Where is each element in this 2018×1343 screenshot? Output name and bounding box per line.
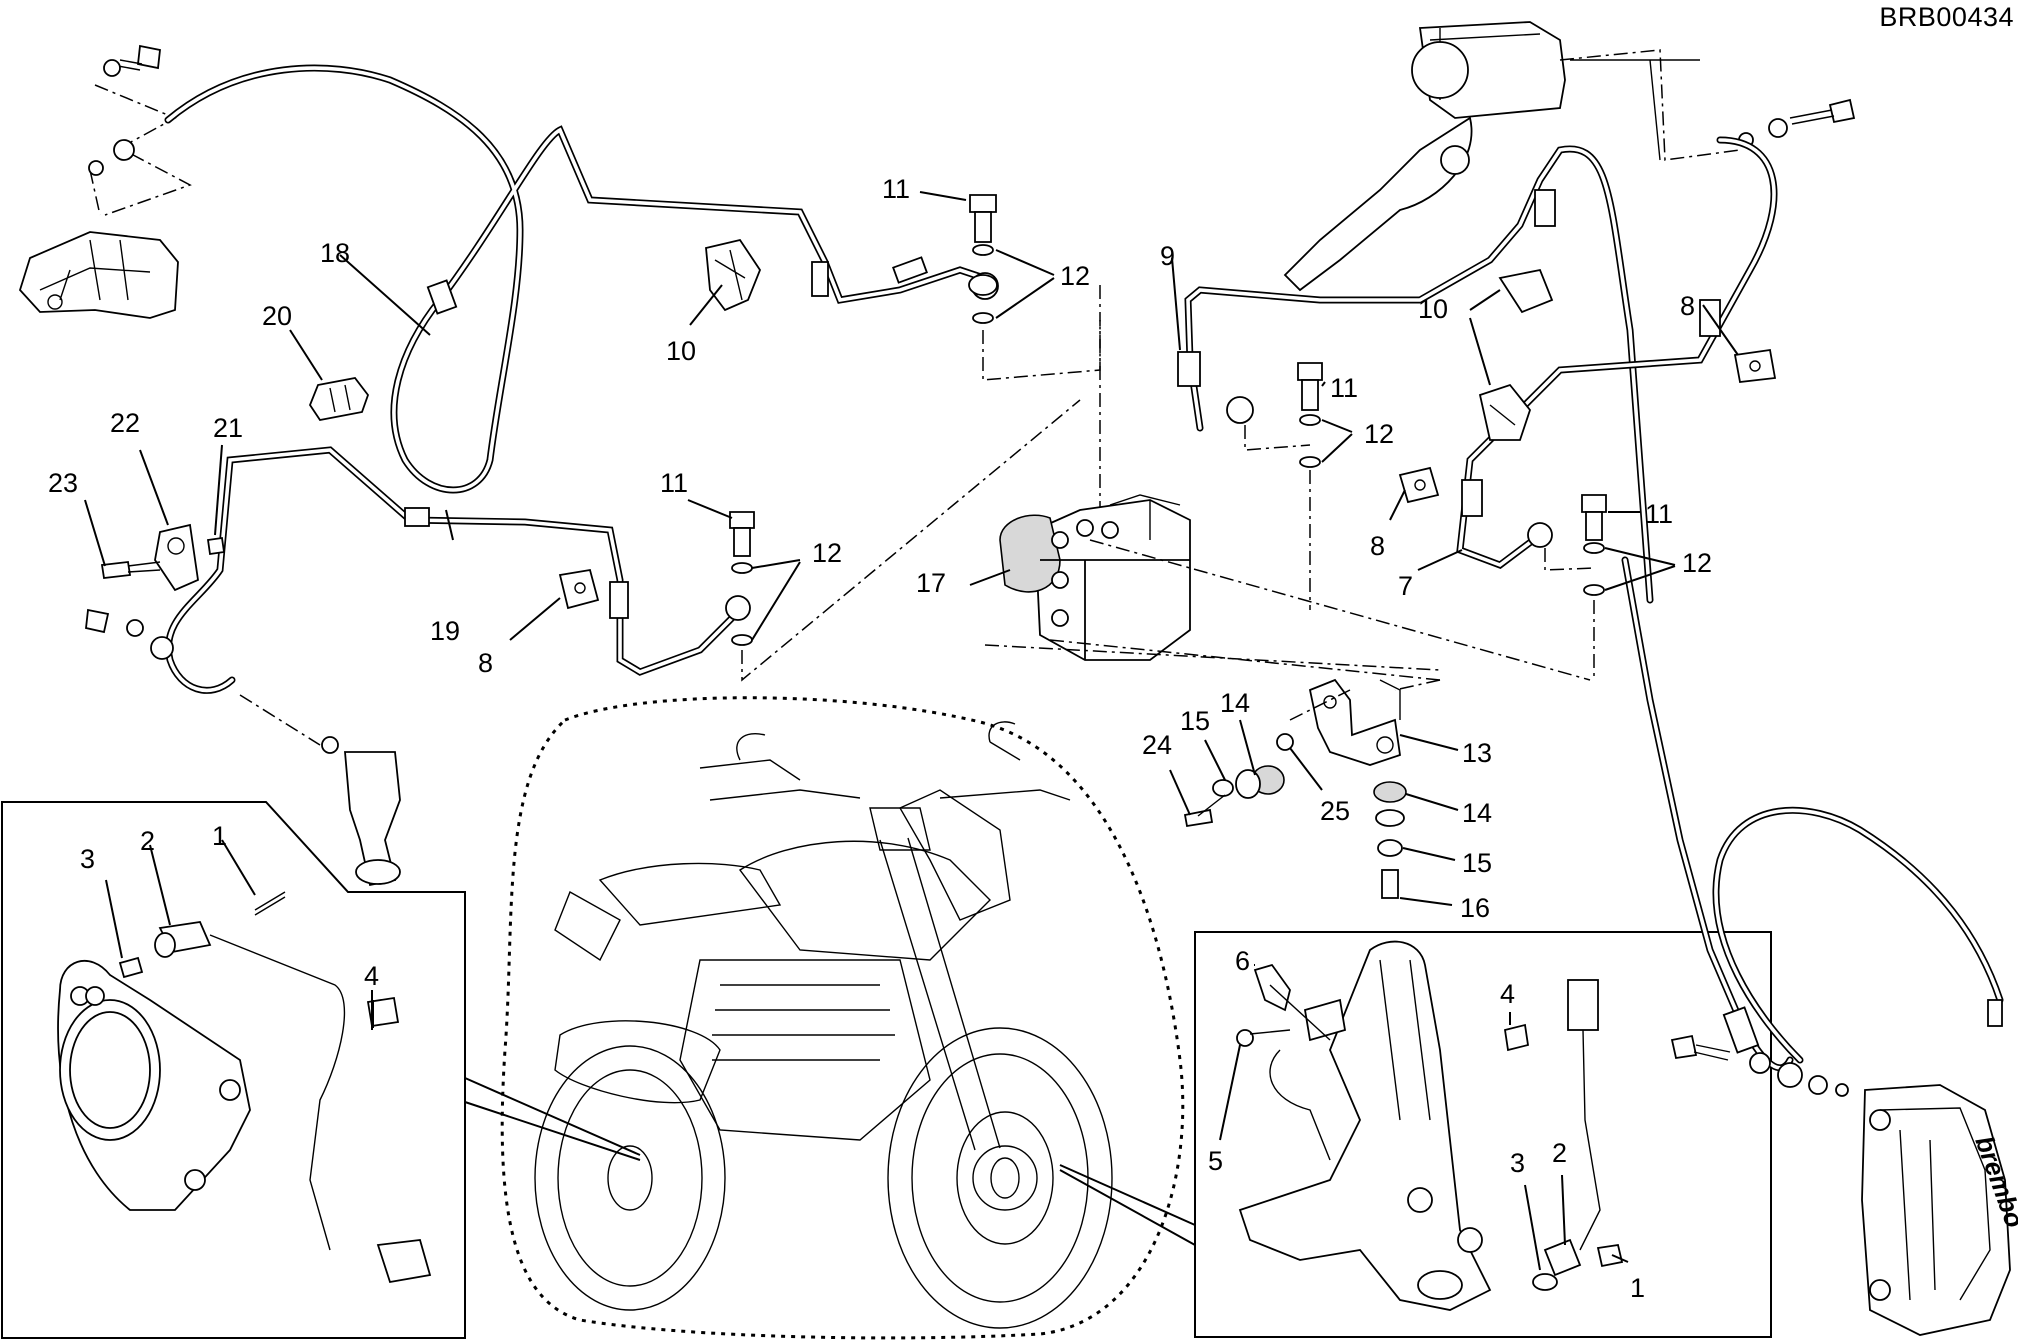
label-8: 8 [1370, 531, 1385, 561]
label-2: 2 [1552, 1138, 1567, 1168]
label-2: 2 [140, 826, 155, 856]
label-11: 11 [1330, 373, 1358, 403]
label-10: 10 [666, 336, 696, 366]
label-13: 13 [1462, 738, 1492, 768]
banjo-bolt-11-right [1581, 494, 1607, 596]
label-25: 25 [1320, 796, 1350, 826]
label-12: 12 [1060, 261, 1090, 291]
screw-25 [1276, 733, 1294, 751]
label-23: 23 [48, 468, 78, 498]
rear-wheel-sensor [118, 891, 432, 1284]
screw-5 [1236, 1029, 1291, 1047]
front-banjo-bolt-lower [1670, 1034, 1849, 1097]
bracket-10-right [1478, 268, 1554, 441]
label-7: 7 [1398, 571, 1413, 601]
label-20: 20 [262, 301, 292, 331]
brake-line-7 [1456, 136, 1778, 569]
label-14: 14 [1462, 798, 1492, 828]
banjo-bolt-11-lower [729, 511, 755, 646]
label-1: 1 [212, 821, 227, 851]
label-3: 3 [1510, 1148, 1525, 1178]
label-15: 15 [1462, 848, 1492, 878]
clamp-20 [308, 377, 370, 421]
label-4: 4 [364, 961, 379, 991]
label-12: 12 [1364, 419, 1394, 449]
rear-sensor-pointer [464, 1077, 641, 1161]
rear-banjo-bolt-lower [85, 608, 174, 660]
front-banjo-bolt-right [1738, 98, 1856, 148]
front-fork-lower [1238, 940, 1492, 1311]
rear-caliper [18, 231, 179, 319]
label-11: 11 [1645, 499, 1673, 529]
banjo-bolt-11-upper [968, 194, 998, 324]
label-22: 22 [110, 408, 140, 438]
brake-line-18 [164, 64, 994, 494]
front-sensor-pointer [1059, 1164, 1196, 1246]
label-24: 24 [1142, 730, 1172, 760]
label-12: 12 [812, 538, 842, 568]
brake-line-19 [165, 446, 744, 694]
abs-unit-17 [999, 494, 1191, 661]
front-sensor-cable-6 [1253, 963, 1347, 1042]
front-sensor-inset-frame [1194, 931, 1772, 1338]
grommet-14-lower [1373, 781, 1407, 899]
sensor-mount-22-21-23 [100, 523, 226, 592]
clip-4-front [1503, 1023, 1530, 1052]
drawing-code: BRB00434 [1879, 2, 2014, 32]
label-1: 1 [1630, 1273, 1645, 1303]
brake-line-9 [1184, 145, 1654, 604]
label-12: 12 [1682, 548, 1712, 578]
clip-8-right-upper [1733, 348, 1777, 383]
label-17: 17 [916, 568, 946, 598]
label-3: 3 [80, 844, 95, 874]
front-wheel-sensor [1532, 979, 1624, 1291]
clip-8-right-lower [1398, 466, 1440, 504]
label-15: 15 [1180, 706, 1210, 736]
callout-labels: 18 20 10 11 12 22 21 23 19 8 11 12 17 9 … [48, 174, 1712, 1303]
motorcycle-dotted-outline [500, 696, 1185, 1340]
rear-sensor-bracket [57, 959, 251, 1211]
rear-banjo-bolt [88, 44, 161, 176]
rear-sensor-inset-frame [1, 801, 466, 1339]
label-14: 14 [1220, 688, 1250, 718]
label-16: 16 [1460, 893, 1490, 923]
label-6: 6 [1235, 946, 1250, 976]
label-5: 5 [1208, 1146, 1223, 1176]
label-11: 11 [660, 468, 688, 498]
label-10: 10 [1418, 294, 1448, 324]
front-caliper: brembo [1861, 1084, 2018, 1336]
front-caliper-hose-loop [1712, 806, 2004, 1064]
grommet-14-upper [1183, 765, 1285, 828]
label-8: 8 [478, 648, 493, 678]
front-master-cylinder [1283, 21, 1700, 292]
rear-master-cylinder [321, 736, 401, 887]
leader-lines [84, 191, 1739, 1271]
clip-8-left [558, 568, 600, 610]
label-4: 4 [1500, 979, 1515, 1009]
label-8: 8 [1680, 291, 1695, 321]
label-9: 9 [1160, 241, 1175, 271]
label-19: 19 [430, 616, 460, 646]
bracket-10-left [705, 238, 762, 312]
abs-bracket-13 [1308, 678, 1401, 766]
banjo-bolt-11-mid [1297, 362, 1323, 468]
motorcycle-overview [500, 696, 1185, 1340]
label-11: 11 [882, 174, 910, 204]
label-21: 21 [213, 413, 243, 443]
label-18: 18 [320, 238, 350, 268]
